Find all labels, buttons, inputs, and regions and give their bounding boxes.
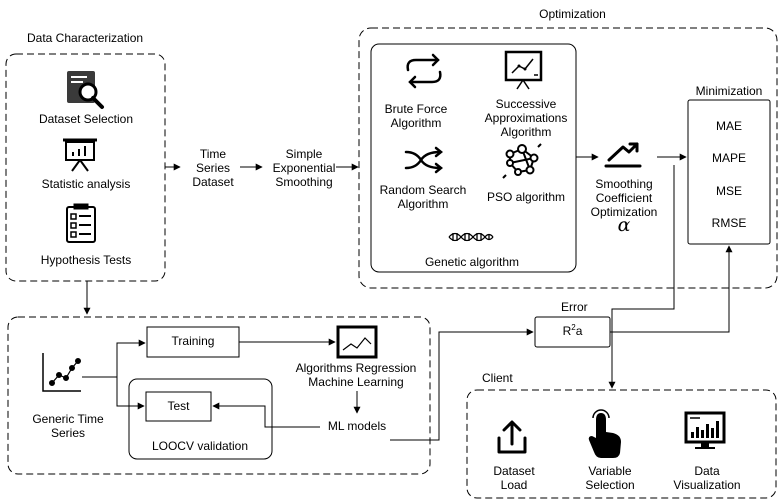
- dashboard-monitor-icon: [684, 411, 726, 449]
- optimization-title: Optimization: [539, 7, 606, 21]
- loocv-label: LOOCV validation: [151, 439, 249, 453]
- optimization-group: [358, 27, 778, 289]
- variable-selection-label: Variable Selection: [585, 464, 635, 492]
- pso-icon: [502, 143, 542, 179]
- statistic-analysis-label: Statistic analysis: [41, 177, 131, 191]
- test-label: Test: [167, 399, 190, 413]
- arrow-models-to-error: [390, 328, 534, 441]
- time-series-dataset-label: Time Series Dataset: [192, 147, 234, 189]
- successive-approximations-icon: [504, 50, 543, 90]
- arrow-generic-to-test: [82, 376, 145, 410]
- hypothesis-tests-icon: [66, 203, 96, 243]
- r2a-label: R2a: [562, 323, 583, 339]
- loocv-box: [128, 378, 273, 460]
- client-group: [466, 389, 777, 499]
- metric-mse: MSE: [715, 184, 742, 198]
- time-series-icon: [42, 353, 81, 392]
- metric-rmse: RMSE: [711, 216, 747, 230]
- smoothing-coefficient-label: Smoothing Coefficient Optimization: [590, 177, 658, 219]
- brute-force-icon: [406, 53, 442, 89]
- regression-ml-label: Algorithms Regression Machine Learning: [295, 361, 417, 389]
- genetic-algorithm-label: Genetic algorithm: [424, 255, 520, 269]
- minimization-title: Minimization: [695, 84, 763, 98]
- statistic-analysis-icon: [63, 138, 97, 172]
- hand-pointer-icon: [588, 409, 621, 458]
- training-label: Training: [171, 334, 215, 348]
- trend-up-icon: [604, 142, 642, 168]
- alpha-symbol: α: [617, 214, 631, 236]
- error-title: Error: [561, 300, 588, 314]
- generic-time-series-label: Generic Time Series: [32, 412, 104, 440]
- metric-mae: MAE: [715, 119, 742, 133]
- random-search-label: Random Search Algorithm: [379, 183, 467, 211]
- metric-mape: MAPE: [711, 151, 746, 165]
- simple-exponential-smoothing-label: Simple Exponential Smoothing: [272, 147, 336, 189]
- pso-label: PSO algorithm: [486, 190, 566, 204]
- dataset-selection-label: Dataset Selection: [38, 112, 134, 126]
- upload-icon: [497, 420, 527, 454]
- arrow-optimization-to-client: [608, 165, 675, 389]
- minimization-box: [687, 99, 771, 245]
- arrow-generic-to-training: [82, 339, 146, 378]
- client-title: Client: [482, 371, 513, 385]
- algorithms-box: [370, 43, 577, 273]
- dataset-load-label: Dataset Load: [493, 464, 535, 492]
- random-search-icon: [404, 146, 444, 174]
- data-visualization-label: Data Visualization: [673, 464, 741, 492]
- ml-models-label: ML models: [327, 419, 387, 433]
- data-characterization-title: Data Characterization: [27, 31, 144, 45]
- dataset-selection-icon: [67, 71, 104, 109]
- test-box[interactable]: [145, 391, 212, 422]
- dna-icon: [448, 232, 494, 242]
- arrow-models-to-test: [212, 402, 320, 428]
- brute-force-label: Brute Force Algorithm: [384, 102, 448, 130]
- successive-approximations-label: Successive Approximations Algorithm: [484, 97, 568, 139]
- hypothesis-tests-label: Hypothesis Tests: [40, 253, 132, 267]
- arrow-error-to-minimization: [610, 245, 733, 333]
- regression-chart-icon: [336, 325, 378, 359]
- ml-group: [7, 316, 431, 475]
